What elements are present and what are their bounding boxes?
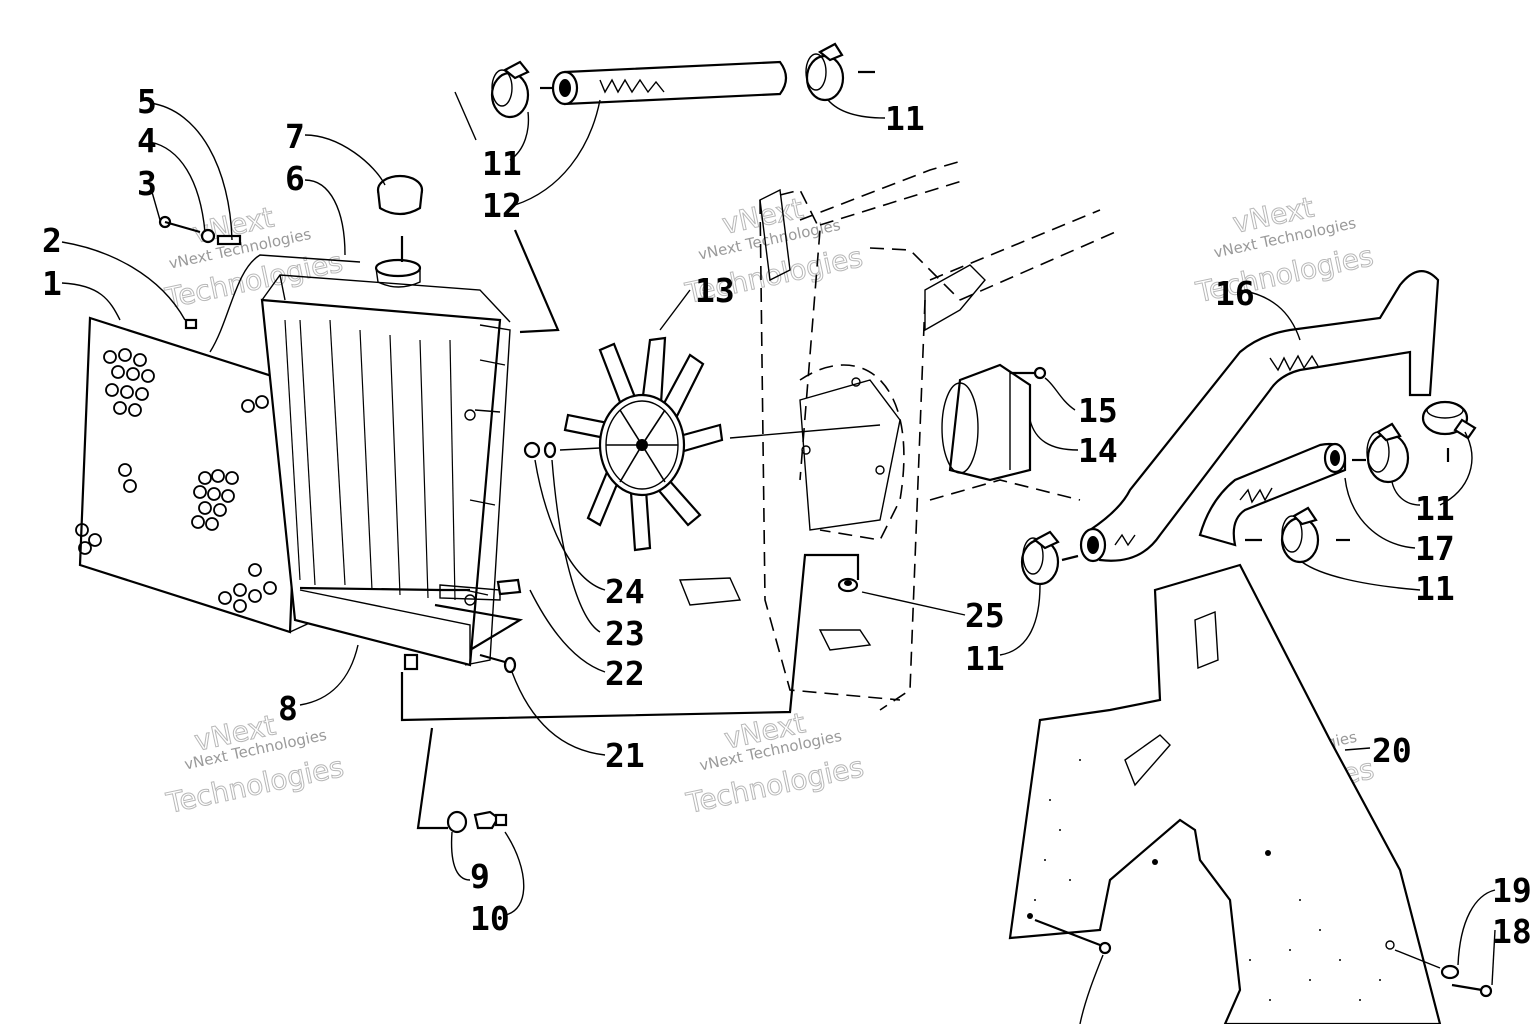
label-22: 22 (605, 654, 645, 693)
label-25: 25 (965, 596, 1005, 635)
label-9: 9 (470, 857, 490, 896)
hose-clamp-upper-left (490, 60, 530, 119)
chassis-frame (678, 159, 1121, 711)
label-18: 18 (1492, 912, 1532, 951)
label-11-right-mid: 11 (1415, 489, 1455, 528)
hardware-belly-bolt (1034, 918, 1112, 955)
hardware-5-clip (216, 234, 242, 246)
belly-pan (1008, 563, 1442, 1024)
part-labels: 1 2 3 4 5 6 7 8 9 10 11 11 11 11 11 12 1… (42, 82, 1532, 951)
hardware-18-bolt (1451, 983, 1493, 998)
cooling-fan (563, 336, 724, 552)
label-11-upper-right: 11 (885, 99, 925, 138)
label-8: 8 (278, 689, 298, 728)
hardware-9-washer (446, 810, 468, 834)
label-16: 16 (1215, 274, 1255, 313)
radiator-cap (376, 174, 424, 216)
label-15: 15 (1078, 391, 1118, 430)
watermark-left-top: vNext vNext Technologies Technologies (161, 200, 346, 316)
hardware-23-washer (543, 441, 557, 459)
fan-motor-housing (941, 363, 1032, 482)
bypass-hose (1198, 442, 1347, 547)
hardware-4-washer (200, 228, 216, 244)
hardware-22-bracket (496, 578, 522, 596)
label-20: 20 (1372, 731, 1412, 770)
hardware-2-grommet (184, 318, 198, 330)
label-17: 17 (1415, 529, 1455, 568)
hose-clamp-lower-left (1020, 530, 1060, 586)
radiator (260, 274, 511, 671)
assembly-guide-lines (299, 229, 860, 830)
hardware-25-grommet (837, 577, 859, 593)
hardware-24-nut (523, 441, 541, 459)
label-12: 12 (482, 186, 522, 225)
label-11-lower-left: 11 (965, 639, 1005, 678)
hardware-15-screw (1010, 366, 1047, 380)
label-11-upper-left: 11 (482, 144, 522, 183)
lower-radiator-hose (1079, 270, 1440, 563)
hardware-19-washer (1440, 964, 1460, 980)
filler-neck (374, 258, 422, 288)
hose-clamp-upper-right (805, 42, 845, 102)
label-19: 19 (1492, 871, 1532, 910)
hose-clamp-outlet (1421, 400, 1477, 440)
watermark-right-top: vNext vNext Technologies Technologies (1192, 190, 1377, 310)
hose-clamp-bypass-lower (1280, 506, 1320, 564)
label-13: 13 (695, 271, 735, 310)
label-21: 21 (605, 736, 645, 775)
hardware-21-bolt (479, 653, 517, 674)
label-11-right-low: 11 (1415, 569, 1455, 608)
label-5: 5 (137, 82, 157, 121)
hardware-3-bolt (158, 215, 201, 234)
hose-clamp-bypass-upper (1366, 422, 1410, 484)
label-1: 1 (42, 264, 62, 303)
fan-shaft-line (729, 424, 881, 439)
leader-lines (61, 91, 1496, 1024)
label-24: 24 (605, 572, 645, 611)
label-4: 4 (137, 121, 157, 160)
label-3: 3 (137, 164, 157, 203)
label-14: 14 (1078, 431, 1118, 470)
label-10: 10 (470, 899, 510, 938)
label-23: 23 (605, 614, 645, 653)
label-6: 6 (285, 159, 305, 198)
label-7: 7 (285, 117, 305, 156)
watermark-left-bottom: vNext vNext Technologies Technologies (162, 708, 347, 821)
overflow-tube (209, 254, 361, 353)
hardware-10-drain-plug (473, 810, 508, 830)
label-2: 2 (42, 221, 62, 260)
radiator-shroud (75, 316, 326, 634)
upper-radiator-hose (551, 60, 788, 106)
